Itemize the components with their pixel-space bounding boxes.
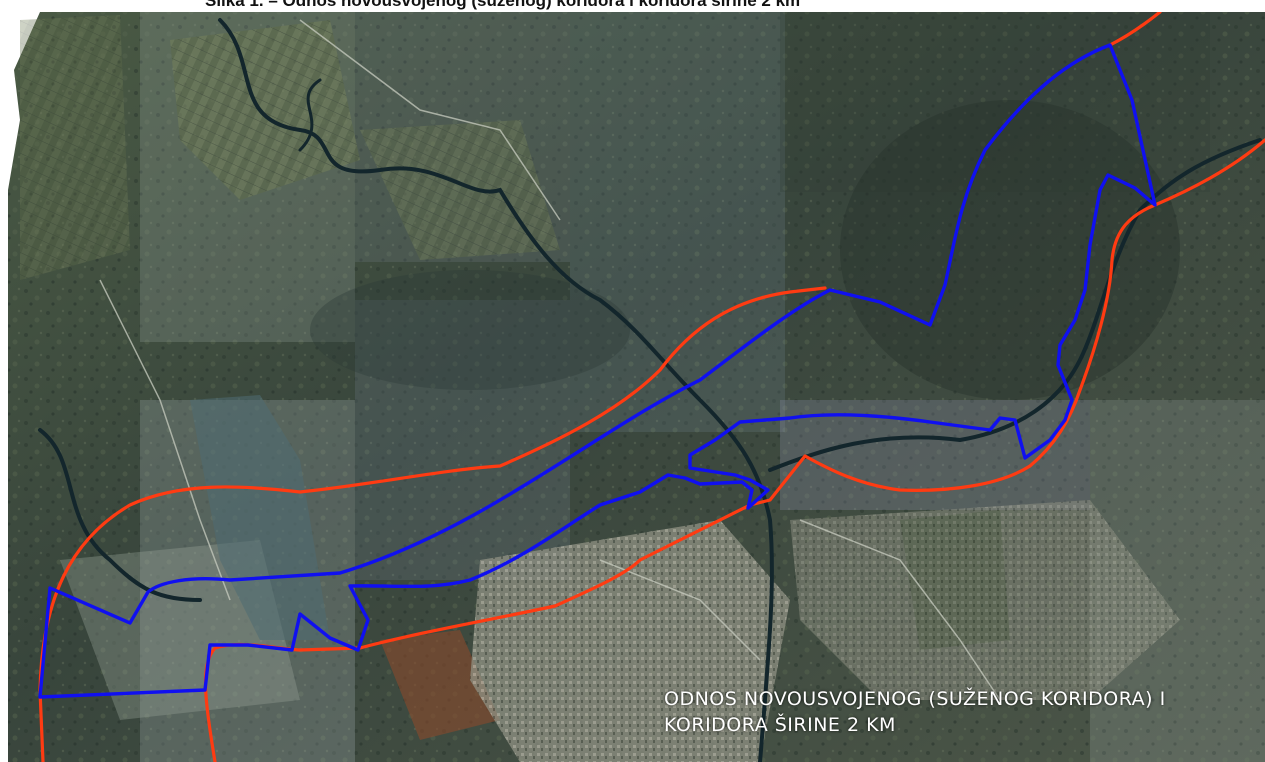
narrowed-corridor-north-edge <box>38 43 1157 699</box>
corridor-2km-northeast-edge <box>1108 10 1162 47</box>
river-network <box>38 18 1262 762</box>
corridor-2km-south-edge <box>203 138 1265 762</box>
satellite-imagery <box>8 12 1265 762</box>
map-legend-label: ODNOS NOVOUSVOJENOG (SUŽENOG KORIDORA) I… <box>664 686 1166 738</box>
road-network <box>99 19 1001 701</box>
figure-caption: Slika 1. – Odnos novousvojenog (suženog)… <box>0 0 1265 12</box>
narrowed-corridor-boundary <box>38 43 1157 699</box>
map-label-line-2: KORIDORA ŠIRINE 2 KM <box>664 714 896 736</box>
map-label-line-1: ODNOS NOVOUSVOJENOG (SUŽENOG KORIDORA) I <box>664 688 1166 710</box>
figure-caption-text: Slika 1. – Odnos novousvojenog (suženog)… <box>205 0 801 10</box>
corridor-2km-north-edge <box>38 286 827 762</box>
corridor-2km-boundary <box>38 10 1265 762</box>
